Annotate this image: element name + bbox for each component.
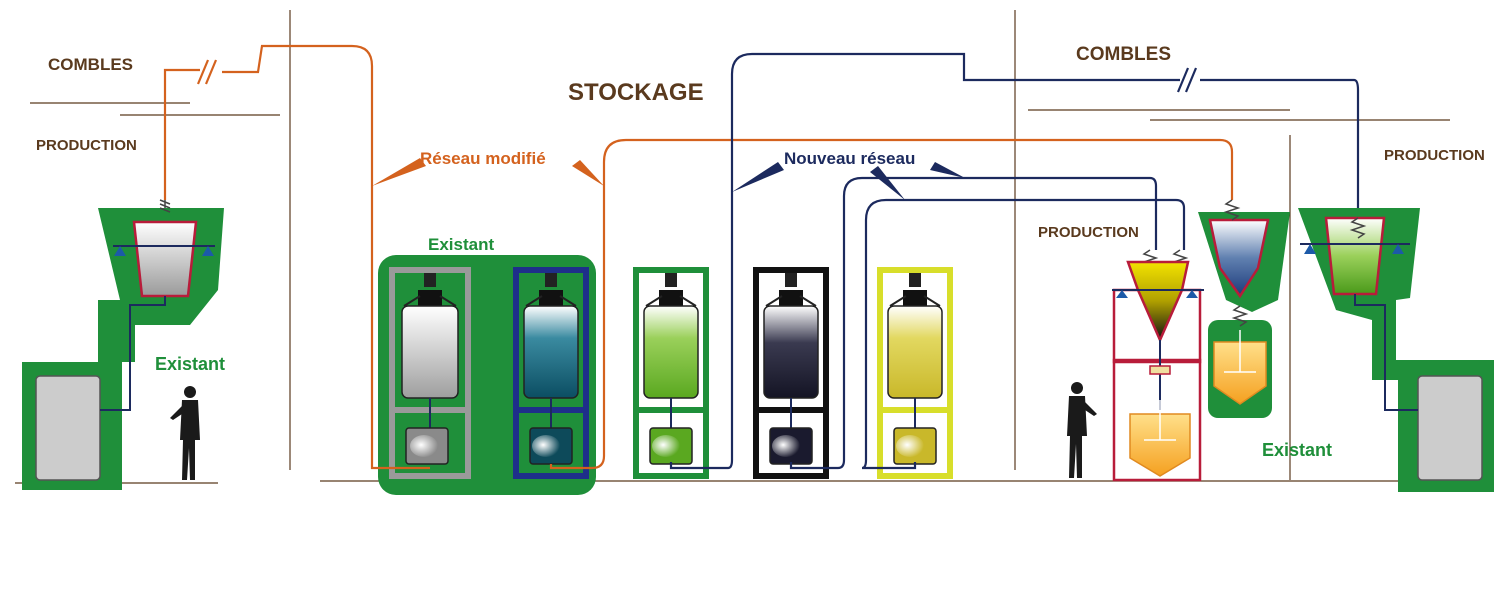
frame-black [753,267,829,479]
bag-grey [401,305,459,399]
storage-unit-grey [389,267,471,479]
orange-reactor-right [1213,341,1267,405]
reseau-modifie-pointer-right [572,160,604,186]
right-machine-box [1417,375,1483,481]
storage-unit-black [753,267,829,479]
nouveau-reseau-pointer-left [732,162,784,192]
bag-yellow [887,305,943,399]
storage-unit-yellow [877,267,953,479]
right-production-unit [1298,208,1494,492]
nouveau-reseau-pointer-mid [870,166,905,200]
combles-left-label: COMBLES [48,55,133,74]
left-scale-foot-b [202,246,214,256]
existant-storage-label: Existant [428,235,494,254]
bag-teal [523,305,579,399]
left-machine-box [35,375,101,481]
left-production-unit [22,198,224,490]
break-mark-a [196,59,210,85]
combles-right-label: COMBLES [1076,44,1171,65]
building-lines [15,10,1480,484]
yellow-hopper [1126,260,1190,344]
orange-line-left [163,44,430,470]
bag-green [643,305,699,399]
navy-line-main [669,52,1360,470]
center-production-unit [1112,249,1204,482]
frame-blue [513,267,589,479]
right-feed-line [1354,294,1418,411]
existant-left-label: Existant [155,354,225,374]
modified-network-lines [163,44,1234,470]
person-right [1067,382,1097,478]
left-spring-connector [159,198,171,213]
reseau-modifie-label: Réseau modifié [420,149,546,168]
nouveau-reseau-label: Nouveau réseau [784,149,915,168]
navy-line-c [861,198,1186,470]
break-mark-b [204,59,218,85]
left-hopper [132,220,198,298]
break-mark-d [1184,67,1198,93]
reseau-modifie-pointer-left [372,158,426,186]
new-network-lines [669,52,1360,470]
lower-red-frame [1112,358,1202,482]
frame-green [633,267,709,479]
person-left [170,386,200,480]
production-center-label: PRODUCTION [1038,224,1139,241]
production-left-label: PRODUCTION [36,137,137,154]
production-right-label: PRODUCTION [1384,147,1485,164]
storage-unit-green [633,267,709,479]
orange-line-right [549,138,1234,470]
frame-yellow [877,267,953,479]
nouveau-reseau-pointer-right [930,162,965,178]
frame-grey [389,267,471,479]
blue-hopper [1208,218,1270,299]
green-hopper [1324,216,1386,296]
bag-black [763,305,819,399]
navy-line-b [789,176,1158,470]
stockage-label: STOCKAGE [568,79,704,106]
existant-right-label: Existant [1262,440,1332,460]
break-mark-c [1176,67,1190,93]
storage-unit-teal [513,267,589,479]
left-scale-foot-a [114,246,126,256]
left-feed-line [100,296,166,411]
right-small-existing [1198,199,1290,418]
orange-reactor-center [1129,413,1191,477]
